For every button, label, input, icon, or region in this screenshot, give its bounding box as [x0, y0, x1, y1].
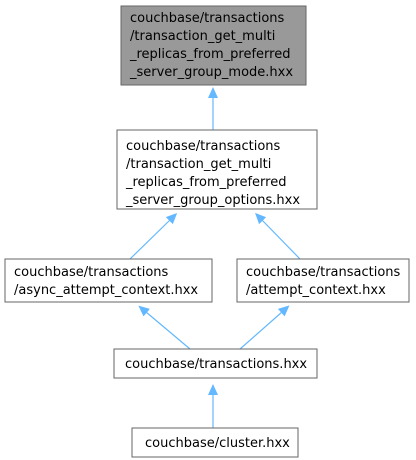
svg-text:couchbase/transactions /: couchbase/transactions /transaction_get_… [129, 11, 295, 80]
svg-text:couchbase/cluster.hxx: couchbase/cluster.hxx [145, 436, 290, 451]
edge-transactions-to-attempt [239, 305, 290, 350]
node-cluster: couchbase/cluster.hxx [131, 427, 299, 458]
node-attempt-context: couchbase/transactions /attempt_context.… [236, 258, 410, 303]
edges [129, 87, 301, 428]
svg-text:couchbase/transactions /: couchbase/transactions /attempt_context.… [246, 265, 404, 298]
node-label-line: couchbase/transactions [130, 11, 285, 26]
node-label-line: /transaction_get_multi [130, 29, 275, 44]
node-label-line: couchbase/transactions [14, 265, 169, 280]
node-label-line: _server_group_options.hxx [125, 193, 300, 208]
node-label-line: /transaction_get_multi [126, 157, 271, 172]
node-label-line: couchbase/transactions.hxx [125, 357, 307, 372]
node-transaction-get-multi-replicas-from-preferred-server-group-options: couchbase/transactions /transaction_get_… [116, 129, 318, 210]
node-box [131, 427, 299, 458]
node-async-attempt-context: couchbase/transactions /async_attempt_co… [4, 258, 213, 303]
node-label-line: couchbase/cluster.hxx [145, 436, 290, 451]
node-label-line: _replicas_from_preferred [125, 175, 286, 190]
node-box [116, 129, 318, 210]
svg-text:couchbase/transactions /: couchbase/transactions /async_attempt_co… [14, 265, 198, 298]
node-label-line: _server_group_mode.hxx [129, 65, 293, 80]
node-label-line: /attempt_context.hxx [246, 283, 386, 298]
node-label-line: _replicas_from_preferred [129, 47, 290, 62]
svg-text:couchbase/transactions.hxx: couchbase/transactions.hxx [125, 357, 307, 372]
node-box [113, 348, 318, 379]
node-box [4, 258, 213, 303]
node-box [236, 258, 410, 303]
node-label-line: /async_attempt_context.hxx [14, 283, 198, 298]
node-box [120, 5, 307, 86]
edge-attempt-to-options [255, 212, 301, 260]
node-transaction-get-multi-replicas-from-preferred-server-group-mode: couchbase/transactions /transaction_get_… [120, 5, 307, 86]
node-transactions: couchbase/transactions.hxx [113, 348, 318, 379]
node-label-line: couchbase/transactions [126, 139, 281, 154]
edge-async-attempt-to-options [129, 213, 178, 260]
svg-text:couchbase/transactions /: couchbase/transactions /transaction_get_… [125, 139, 300, 208]
node-label-line: couchbase/transactions [246, 265, 401, 280]
edge-transactions-to-async-attempt [138, 305, 191, 350]
